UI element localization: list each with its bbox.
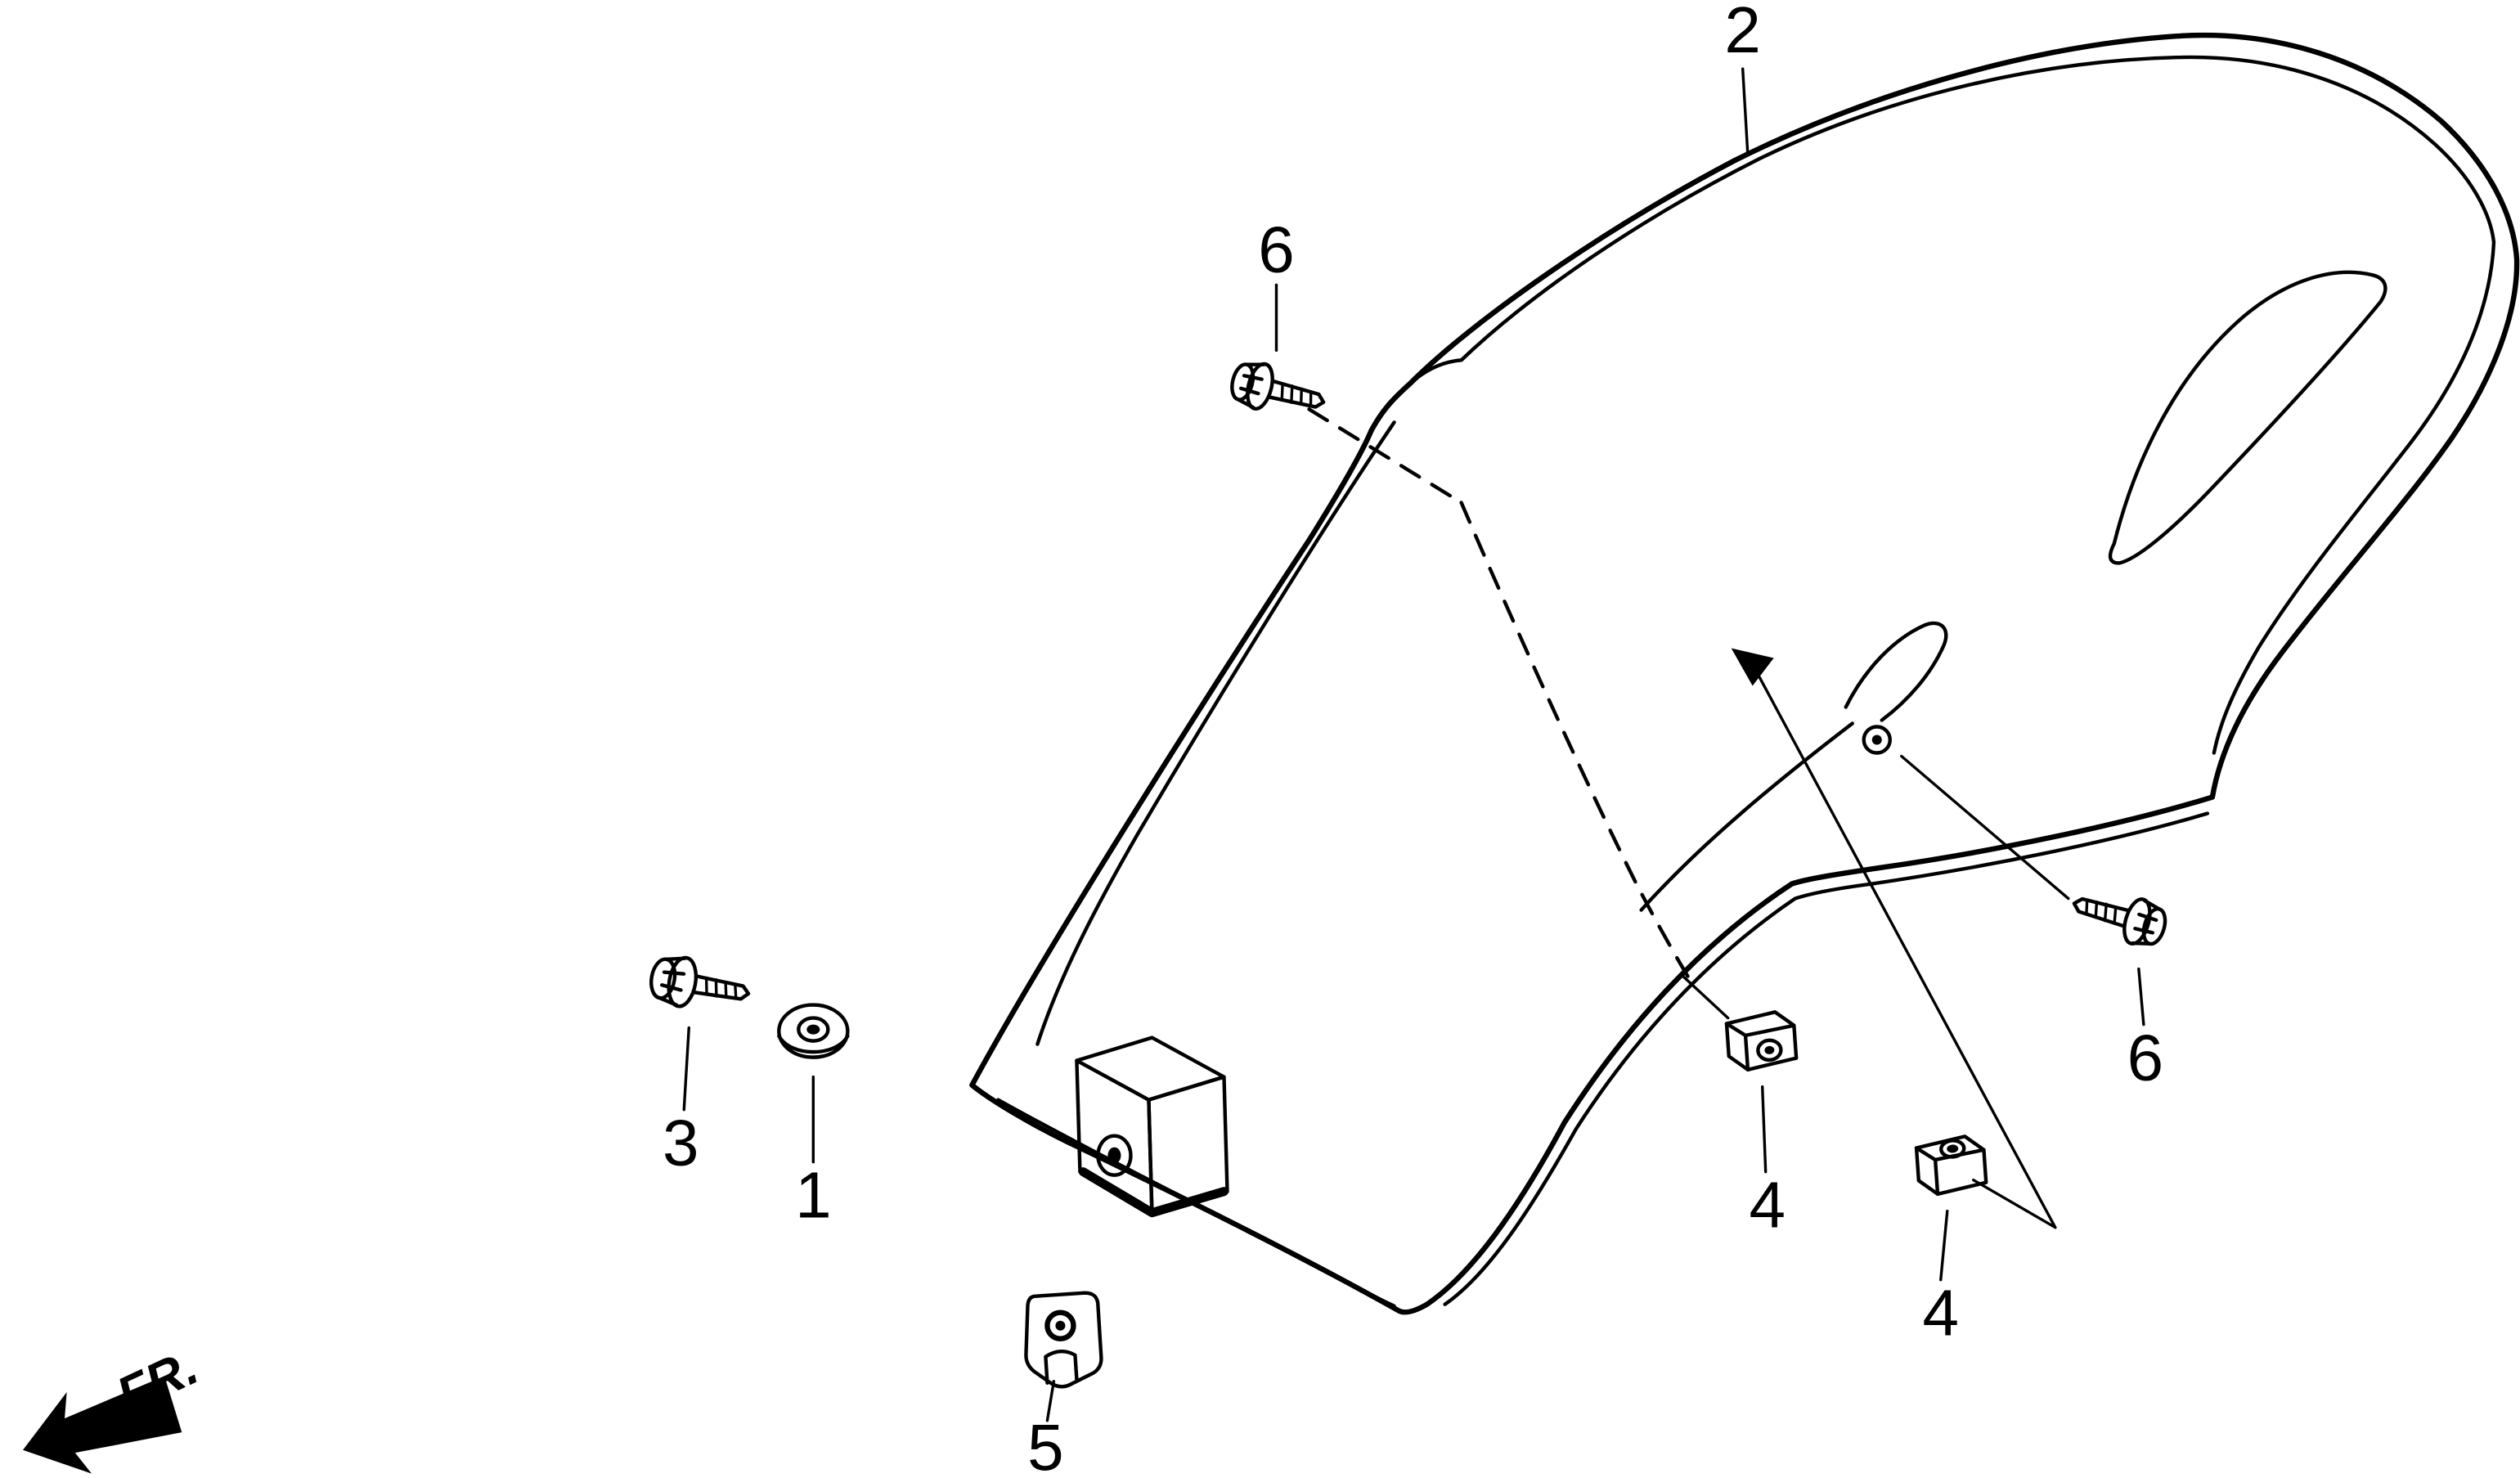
bolt6b-to-hole-line <box>1900 754 2070 901</box>
bolt-shaft <box>1267 379 1326 409</box>
assembly-lines <box>1307 407 2070 1229</box>
callout-5-leader <box>1045 1380 1056 1422</box>
bracket-bottom-shade <box>1078 1167 1229 1218</box>
bracket-hole-center <box>1107 1147 1121 1164</box>
clipnut-box-edges <box>1724 1022 1796 1072</box>
clip-nut-4-upper <box>1724 1010 1799 1072</box>
nut-hole-center <box>806 1024 820 1035</box>
callout-3: 3 <box>663 1107 699 1179</box>
callout-5: 5 <box>1027 1411 1064 1478</box>
clipnut-hole-ring <box>1756 1038 1783 1062</box>
bracket-top-face <box>1075 1035 1226 1102</box>
pointer-line-short <box>1972 1178 2057 1229</box>
bolt-flange <box>1246 362 1274 411</box>
fender-left-crease <box>1035 420 1396 1046</box>
callout-4b-leader <box>1939 1209 1949 1282</box>
flange-bolt-6-upper <box>1230 362 1326 411</box>
fender-boss-crease <box>1639 721 1854 912</box>
bolt-threads <box>1280 382 1313 408</box>
nut-inner-ring <box>797 1016 830 1043</box>
bolt-path-dashed-1 <box>1307 407 1463 505</box>
clip-notch <box>1044 1350 1079 1385</box>
fender-mounting-bracket <box>1075 1035 1229 1218</box>
bolt-flange <box>667 955 699 1009</box>
callout-2-leader <box>1741 67 1750 154</box>
bolt-threads <box>704 976 738 1000</box>
bolt-head-back <box>1230 362 1256 402</box>
nut-base-arc <box>777 1034 850 1054</box>
flange-bolt-6-right <box>2072 896 2167 946</box>
callout-4-upper: 4 <box>1749 1169 1786 1242</box>
fender-lower-left-edge <box>996 1098 1396 1308</box>
bracket-hole <box>1096 1134 1133 1177</box>
flange-bolt-3 <box>649 955 751 1009</box>
fender-bolt-hole <box>1862 725 1892 755</box>
callout-3-leader <box>682 1026 690 1112</box>
clipnut-hole-center <box>1947 1144 1959 1153</box>
speed-clip-5 <box>1024 1291 1103 1389</box>
bolt-flange <box>2122 897 2152 946</box>
rear-fender-body <box>969 32 2520 1315</box>
fender-boss-hook <box>1844 621 1948 722</box>
clip-outline <box>1024 1291 1103 1389</box>
callout-4-lower: 4 <box>1923 1277 1960 1350</box>
callouts: 2 6 3 1 4 4 5 6 <box>663 0 2163 1478</box>
clip-nut-4-lower <box>1914 1134 1988 1197</box>
bolt-head-back <box>2141 907 2167 946</box>
bolt-head-sides <box>658 956 687 1008</box>
callout-6-right: 6 <box>2127 1022 2164 1094</box>
callout-6-upper: 6 <box>1258 213 1295 285</box>
bolt-threads <box>2085 898 2118 925</box>
clip-hole-ring <box>1044 1310 1076 1341</box>
fr-arrow-icon <box>23 1376 182 1474</box>
pointer-arrowhead <box>1731 648 1774 686</box>
nut-outer <box>777 1003 850 1059</box>
pointer-line-long <box>1749 659 2057 1229</box>
callout-4a-leader <box>1760 1085 1768 1174</box>
callout-2: 2 <box>1724 0 1761 66</box>
clipnut-leader <box>1680 973 1730 1020</box>
fender-outer-silhouette <box>969 32 2520 1315</box>
bolt-shaft <box>2072 896 2131 928</box>
bolt-head-back <box>649 957 677 1000</box>
collar-nut-1 <box>777 1003 850 1059</box>
callout-1: 1 <box>795 1159 832 1232</box>
clipnut-hole-ring <box>1939 1139 1966 1159</box>
bolt-path-dashed-2 <box>1459 501 1697 991</box>
bolt-head-sides <box>2131 898 2162 946</box>
clipnut-hole-center <box>1764 1045 1775 1054</box>
callout-6b-leader <box>2137 967 2145 1027</box>
front-direction-marker: FR. <box>23 1339 207 1474</box>
clip-hole-center <box>1055 1320 1066 1331</box>
fender-top-rim <box>1408 55 2496 755</box>
bolt-shaft <box>692 974 751 1001</box>
bolt-head-sides <box>1236 362 1266 410</box>
fender-side-recess <box>2108 270 2387 565</box>
clipnut-box <box>1914 1134 1988 1197</box>
fender-bottom-thickness <box>1443 811 2210 1306</box>
fender-bolt-hole-center <box>1871 735 1882 745</box>
clipnut-box <box>1724 1010 1799 1072</box>
